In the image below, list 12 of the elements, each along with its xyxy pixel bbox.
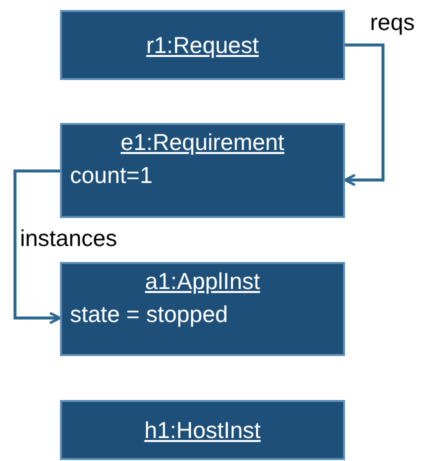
- object-name: e1:Requirement: [120, 129, 286, 156]
- arrow: [344, 44, 384, 186]
- object-name: h1:HostInst: [144, 416, 261, 444]
- attribute-text: state = stopped: [70, 301, 229, 328]
- object-box: [60, 262, 345, 356]
- object-box: [60, 400, 345, 460]
- arrow: [14, 170, 62, 324]
- object-name: r1:Request: [146, 32, 259, 58]
- object-box: [60, 123, 345, 218]
- attribute-text: count=1: [70, 162, 154, 189]
- object-name: a1:ApplInst: [144, 268, 262, 295]
- object-box: [60, 10, 345, 80]
